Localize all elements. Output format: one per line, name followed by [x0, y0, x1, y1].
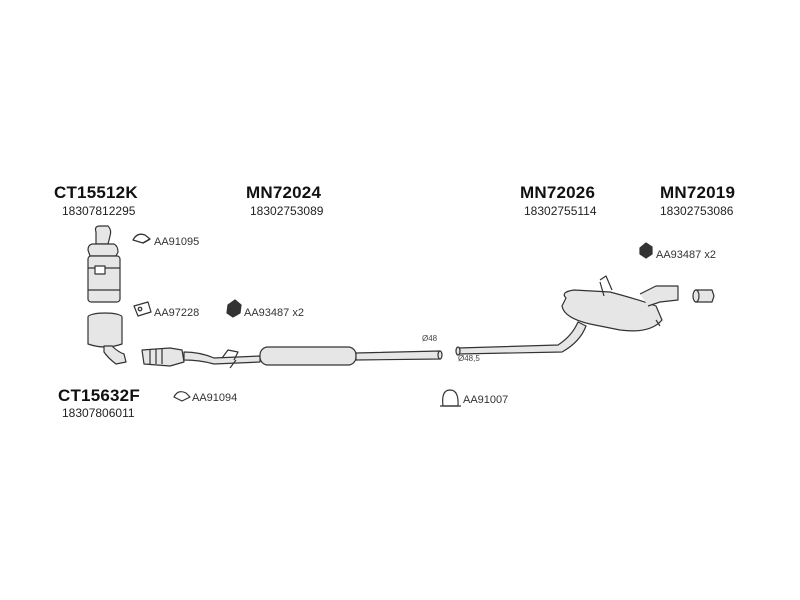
accessory-label-aa93487-left: AA93487 x2 [244, 307, 304, 319]
accessory-label-aa93487-right: AA93487 x2 [656, 249, 716, 261]
diameter-label-48-5: Ø48,5 [458, 354, 480, 363]
rubber-mount-left-icon [226, 299, 242, 318]
rubber-mount-right-icon [639, 242, 653, 259]
lower-catalyst-icon [87, 312, 127, 365]
part-number-ct15512k: 18307812295 [62, 204, 136, 218]
part-code-mn72019: MN72019 [660, 183, 736, 202]
clamp-aa91095-icon [132, 233, 151, 244]
accessory-label-aa91007: AA91007 [463, 394, 509, 406]
upper-catalyst-icon [87, 225, 121, 303]
part-code-mn72026: MN72026 [520, 183, 596, 202]
clamp-aa91007-icon [440, 389, 461, 407]
part-number-mn72026: 18302755114 [524, 204, 597, 218]
gasket-aa97228-icon [133, 301, 152, 317]
clamp-aa91094-icon [173, 391, 191, 402]
part-code-mn72024: MN72024 [246, 183, 322, 202]
tail-pipe-icon [692, 289, 715, 303]
diameter-label-48: Ø48 [422, 334, 438, 343]
accessory-label-aa91095: AA91095 [154, 236, 200, 248]
part-number-mn72019: 18302753086 [660, 204, 734, 218]
part-code-ct15632f: CT15632F [58, 386, 140, 405]
accessory-label-aa97228: AA97228 [154, 307, 200, 319]
accessory-label-aa91094: AA91094 [192, 392, 238, 404]
front-pipe-icon [141, 346, 443, 369]
part-number-mn72024: 18302753089 [250, 204, 324, 218]
part-code-ct15512k: CT15512K [54, 183, 138, 202]
part-number-ct15632f: 18307806011 [62, 406, 135, 420]
rear-pipe-silencer-icon [455, 275, 679, 356]
